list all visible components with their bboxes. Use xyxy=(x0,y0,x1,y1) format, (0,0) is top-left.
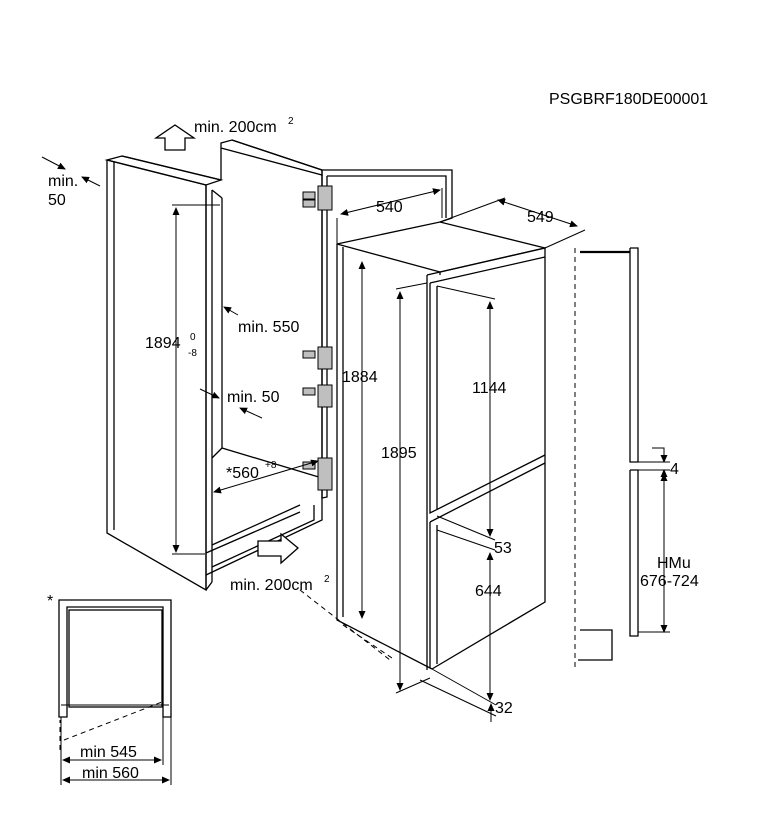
product-code: PSGBRF180DE00001 xyxy=(549,91,708,108)
dim-1144-label: 1144 xyxy=(472,380,507,397)
min560-label: min 560 xyxy=(82,765,139,782)
appliance xyxy=(299,221,546,670)
min50-label-a: min. xyxy=(48,173,78,190)
vent-top-sup: 2 xyxy=(288,116,294,127)
dim-549-label: 549 xyxy=(527,209,554,226)
min545-label: min 545 xyxy=(80,744,137,761)
niche-width-sup: +8 xyxy=(265,460,277,471)
vent-bottom-label: min. 200cm xyxy=(230,577,313,594)
niche-height-label: 1894 xyxy=(145,335,181,352)
dim-53-label: 53 xyxy=(494,540,512,557)
hmu-label: HMu xyxy=(657,555,691,572)
dim-32-label: 32 xyxy=(495,700,513,717)
vent-top-label: min. 200cm xyxy=(194,119,277,136)
dim-1895-label: 1895 xyxy=(381,445,417,462)
top-view xyxy=(58,599,172,785)
dim-540-label: 540 xyxy=(376,199,403,216)
niche-height-sub: -8 xyxy=(188,348,197,359)
arrow-up-icon xyxy=(153,124,197,151)
min50-label-b: 50 xyxy=(48,192,66,209)
dim-644-label: 644 xyxy=(475,583,502,600)
niche-height-sup: 0 xyxy=(190,332,196,343)
hmu-range-label: 676-724 xyxy=(640,573,699,590)
side-section xyxy=(574,247,639,668)
dim-4-label: 4 xyxy=(670,461,679,478)
vent-bottom-sup: 2 xyxy=(324,574,330,585)
min550-label: min. 550 xyxy=(238,319,299,336)
min50-inner-label: min. 50 xyxy=(227,389,280,406)
niche-width-label: *560 xyxy=(226,465,259,482)
cabinet-niche xyxy=(104,139,323,592)
arrow-right-icon xyxy=(257,532,300,565)
footnote-star: * xyxy=(47,593,53,610)
hinge-icon xyxy=(302,185,333,491)
dim-1884-label: 1884 xyxy=(342,369,378,386)
